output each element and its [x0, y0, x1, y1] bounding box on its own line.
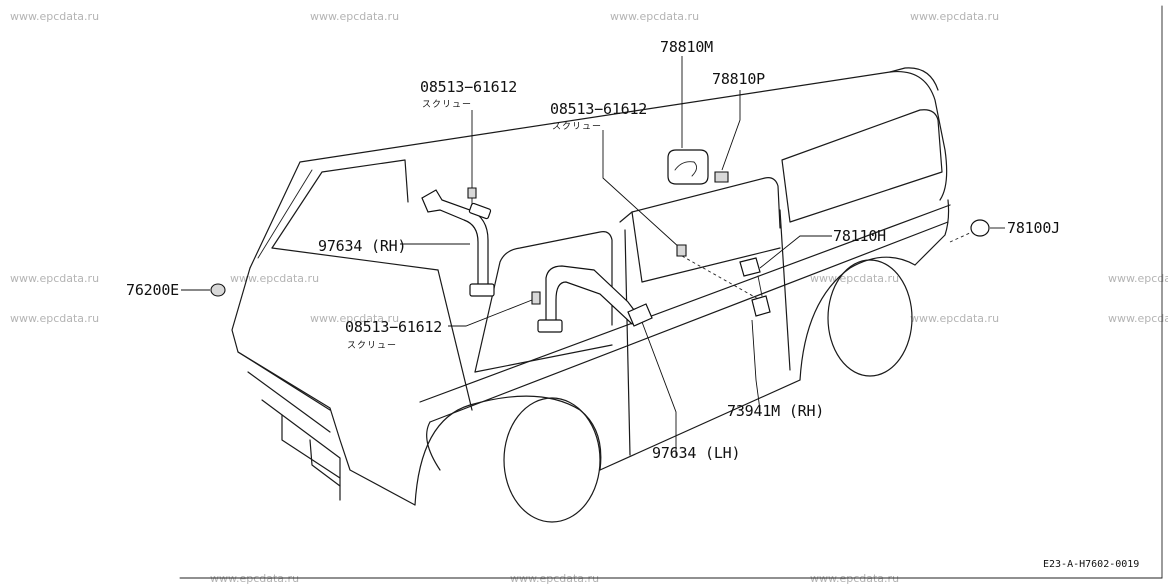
note-screw-top: スクリュー [422, 100, 473, 110]
front-arch [414, 395, 602, 506]
windshield-top [271, 159, 409, 249]
rear-arch [799, 256, 916, 381]
leader-78110h [759, 235, 832, 269]
bumper-top [237, 351, 331, 411]
diagram-code: E23-A-H7602-0019 [1043, 559, 1140, 570]
watermark: www.epcdata.ru [1108, 312, 1168, 325]
label-78110h: 78110H [833, 227, 886, 245]
part-97634-lh [537, 265, 653, 333]
part-76200e [210, 283, 226, 297]
dash-screw-mid [681, 255, 761, 301]
label-76200e: 76200E [126, 281, 179, 299]
a-pillar [257, 169, 313, 259]
watermark: www.epcdata.ru [810, 572, 900, 585]
watermark: www.epcdata.ru [310, 10, 400, 23]
label-78810m: 78810M [660, 38, 713, 56]
slide-door-front [624, 229, 631, 456]
front-lower [426, 421, 441, 471]
watermark: www.epcdata.ru [10, 312, 100, 325]
part-78110h [739, 257, 771, 317]
front-window-sill [474, 344, 613, 373]
label-97634-lh: 97634 (LH) [652, 444, 741, 462]
screw-top [467, 187, 477, 199]
belt-line-upper [419, 204, 951, 403]
front-face [231, 267, 416, 506]
screw-bottom [531, 291, 541, 305]
watermark: www.epcdata.ru [910, 10, 1000, 23]
van-body [231, 67, 951, 523]
front-window [474, 231, 613, 373]
rear-wheel [827, 259, 913, 377]
label-78810p: 78810P [712, 70, 765, 88]
bumper-low [261, 399, 341, 501]
rear-window [781, 109, 943, 223]
roof-rear [889, 67, 939, 91]
label-screw-bottom: 08513−61612 [345, 318, 443, 336]
rocker [599, 379, 801, 471]
part-78810p [714, 171, 729, 183]
leader-screw-bottom [448, 299, 533, 327]
watermark: www.epcdata.ru [10, 272, 100, 285]
part-97634-rh [421, 189, 495, 297]
bumper-mid [247, 371, 331, 433]
watermark: www.epcdata.ru [810, 272, 900, 285]
watermark: www.epcdata.ru [610, 10, 700, 23]
watermark: www.epcdata.ru [230, 272, 320, 285]
mid-window-top [619, 177, 781, 229]
belt-line-lower [429, 221, 949, 423]
label-screw-top: 08513−61612 [420, 78, 518, 96]
label-97634-rh: 97634 (RH) [318, 237, 407, 255]
slide-door-rear [779, 209, 791, 371]
watermark: www.epcdata.ru [210, 572, 300, 585]
mid-window [631, 211, 781, 283]
note-screw-bottom: スクリュー [347, 341, 398, 351]
rear-corner [914, 199, 950, 266]
label-78100j: 78100J [1007, 219, 1060, 237]
roof-line [249, 70, 948, 269]
part-78100j [970, 219, 990, 237]
front-wheel [503, 397, 601, 523]
watermark: www.epcdata.ru [910, 312, 1000, 325]
leader-73941m [751, 319, 761, 411]
part-78810m [667, 149, 709, 185]
plate-area [309, 439, 341, 487]
watermark: www.epcdata.ru [1108, 272, 1168, 285]
watermark: www.epcdata.ru [510, 572, 600, 585]
label-73941m: 73941M (RH) [727, 402, 825, 420]
windshield-bottom [271, 247, 439, 271]
screw-mid [676, 244, 687, 257]
bumper-corner [281, 414, 341, 479]
front-door-edge [437, 269, 473, 411]
dash-78100j [949, 231, 973, 243]
watermark: www.epcdata.ru [10, 10, 100, 23]
label-screw-mid: 08513−61612 [550, 100, 648, 118]
leader-97634-lh [641, 321, 677, 456]
leader-78810p [721, 90, 741, 171]
leader-screw-mid [602, 130, 681, 249]
note-screw-mid: スクリュー [552, 122, 603, 132]
watermark: www.epcdata.ru [310, 312, 400, 325]
